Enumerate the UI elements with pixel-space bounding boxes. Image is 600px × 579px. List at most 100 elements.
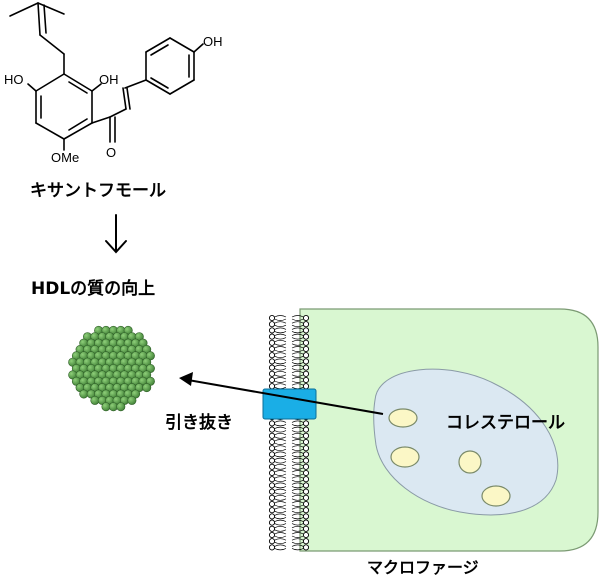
lipid-head [268, 383, 276, 390]
lipid-head [302, 432, 310, 439]
lipid-head [268, 500, 276, 508]
lipid-head [302, 488, 310, 495]
lipid-head [268, 420, 276, 427]
lipid-head [302, 376, 310, 384]
lipid-head [302, 538, 310, 545]
lipid-head [268, 507, 276, 514]
lipid-tail [291, 457, 304, 464]
down-arrow [105, 214, 127, 254]
lipid-head [268, 345, 276, 353]
lipid-tail [274, 488, 287, 495]
lipid-head [268, 358, 276, 365]
lipid-tail [291, 501, 304, 507]
lipid-head [302, 321, 310, 328]
lipid-tail [274, 525, 287, 532]
lipid-tail [291, 339, 304, 346]
lipid-tail [274, 482, 287, 489]
lipid-head [302, 438, 310, 446]
lipid-tail [291, 364, 304, 371]
atom-oh-mid: OH [99, 72, 119, 87]
lipid-head [302, 463, 310, 470]
lipid-tail [291, 420, 304, 427]
lipid-tail [291, 358, 304, 365]
lipid-tail [291, 352, 304, 359]
lipid-tail [274, 339, 287, 346]
lipid-tail [274, 451, 287, 458]
lipid-tail [291, 507, 304, 514]
lipid-tail [274, 494, 287, 501]
lipid-head [302, 333, 310, 340]
lipid-head [268, 513, 276, 520]
lipid-tail [274, 501, 287, 507]
lipid-tail [274, 377, 287, 383]
lipid-tail [274, 383, 287, 390]
lipid-tail [291, 426, 304, 433]
lipid-tail [274, 358, 287, 365]
lipid-head [302, 500, 310, 508]
lipid-tail [291, 519, 304, 526]
lipid-head [302, 339, 310, 346]
lipid-head [268, 370, 276, 377]
lipid-head [268, 476, 276, 483]
atom-ome: OMe [51, 150, 79, 165]
lipid-tail [291, 445, 304, 452]
cholesterol-droplet [388, 408, 418, 428]
lipid-tail [291, 377, 304, 383]
lipid-head [302, 383, 310, 390]
lipid-head [268, 327, 276, 334]
cholesterol-droplet [390, 446, 420, 468]
lipid-tail [274, 327, 287, 334]
lipid-tail [274, 513, 287, 520]
lipid-head [268, 339, 276, 346]
hdl-sphere [127, 395, 137, 405]
lipid-tail [291, 513, 304, 520]
lipid-tail [274, 420, 287, 427]
lipid-head [302, 519, 310, 526]
lipid-head [302, 507, 310, 514]
cholesterol-droplet [481, 485, 511, 507]
lipid-head [302, 469, 310, 477]
lipid-tail [291, 532, 304, 538]
lipid-head [302, 364, 310, 371]
lipid-head [268, 432, 276, 439]
lipid-head [302, 513, 310, 520]
lipid-head [268, 451, 276, 458]
lipid-head [268, 525, 276, 532]
molecule-name: キサントフモール [30, 181, 166, 201]
lipid-tail [291, 451, 304, 458]
lipid-tail [291, 327, 304, 334]
lipid-tail [274, 364, 287, 371]
lipid-head [268, 333, 276, 340]
lipid-head [302, 352, 310, 359]
lipid-tail [274, 476, 287, 483]
atom-oh-left: HO [4, 72, 24, 87]
lipid-tail [274, 315, 287, 321]
lipid-tail [291, 333, 304, 340]
lipid-tail [274, 544, 287, 551]
cholesterol-transporter [262, 388, 317, 420]
lipid-tail [274, 463, 287, 470]
lipid-head [302, 327, 310, 334]
lipid-tail [291, 370, 304, 377]
lipid-tail [291, 525, 304, 532]
lipid-head [268, 494, 276, 501]
lipid-tail [291, 315, 304, 321]
lipid-head [268, 314, 276, 322]
lipid-tail [274, 457, 287, 464]
efflux-arrowhead [179, 372, 193, 386]
lipid-head [268, 321, 276, 328]
xanthohumol-structure [9, 2, 204, 151]
atom-carbonyl-o: O [106, 145, 116, 160]
lipid-head [268, 488, 276, 495]
lipid-tail [291, 463, 304, 470]
lipid-tail [274, 519, 287, 526]
lipid-tail [274, 321, 287, 328]
hdl-sphere [142, 383, 152, 393]
lipid-head [268, 519, 276, 526]
efflux-label: 引き抜き [165, 412, 233, 433]
lipid-tail [274, 432, 287, 439]
lipid-head [302, 494, 310, 501]
lipid-head [302, 544, 310, 551]
lipid-tail [274, 470, 287, 476]
